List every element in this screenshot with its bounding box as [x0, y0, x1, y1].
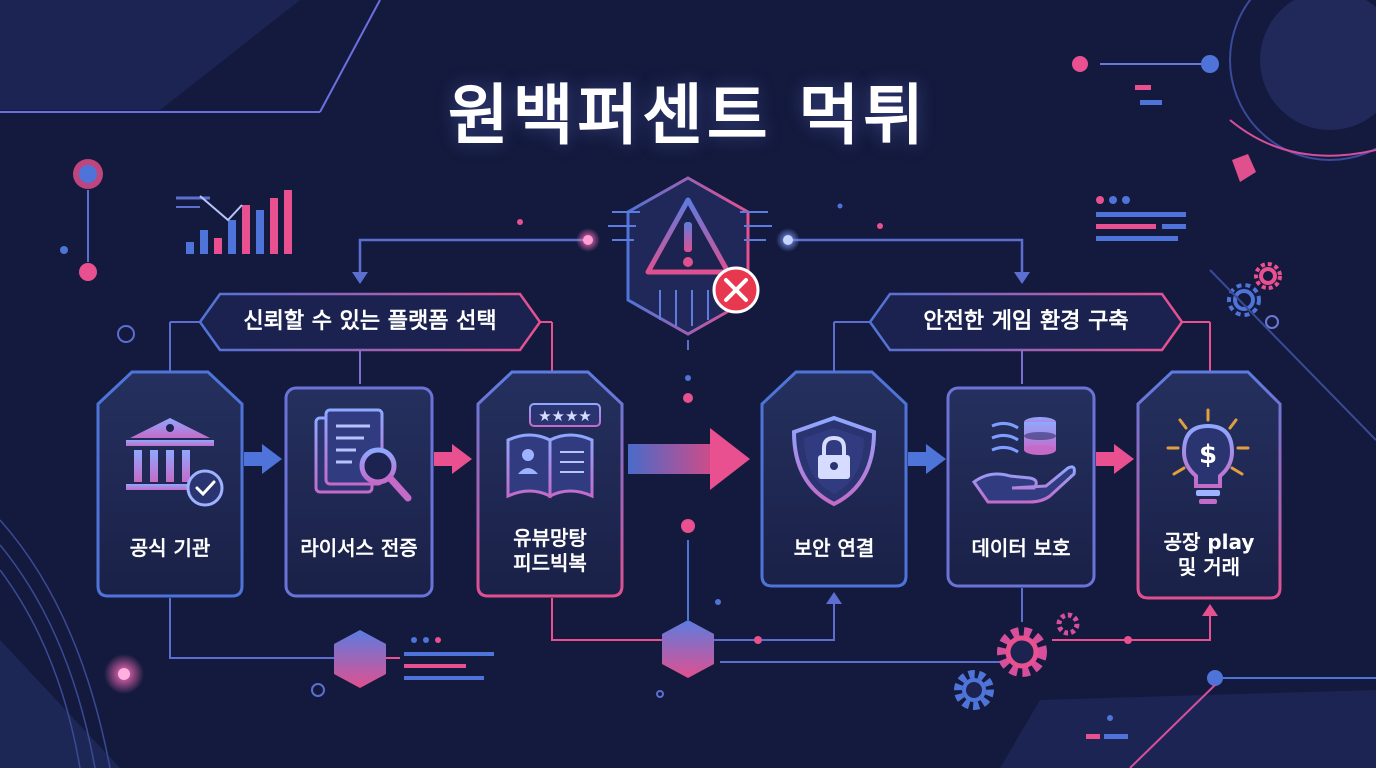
card-label-1: 공식 기관 — [129, 536, 211, 560]
card-label-2: 라이서스 전증 — [300, 536, 418, 560]
svg-text:$: $ — [1199, 440, 1217, 470]
section-pill-left — [169, 292, 553, 384]
warning-hexagon — [608, 176, 772, 403]
bottom-connector-lines — [169, 519, 1218, 698]
top-connector-lines — [352, 203, 1030, 284]
card-label-5: 데이터 보호 — [971, 536, 1071, 560]
section-pill-right — [833, 292, 1211, 384]
svg-text:★★★★: ★★★★ — [538, 407, 592, 425]
review-book-icon: ★★★★ — [506, 403, 601, 499]
bottom-hexagon-center — [662, 620, 714, 678]
shield-lock-icon — [791, 415, 877, 507]
document-search-icon — [314, 408, 412, 502]
idea-dollar-icon: $ — [1166, 408, 1250, 504]
card-label-3: 유뷰망탕 피드빅복 — [513, 526, 587, 575]
section-label-left: 신뢰할 수 있는 플랫폼 선택 — [243, 309, 497, 334]
card-label-6: 공장 play 및 거래 — [1163, 530, 1255, 579]
bottom-hexagon-left — [334, 630, 494, 688]
page-title: 원백퍼센트 먹튀 — [447, 77, 929, 154]
bank-check-icon — [126, 418, 224, 507]
error-x-icon — [712, 266, 760, 314]
section-label-right: 안전한 게임 환경 구축 — [923, 309, 1129, 334]
card-label-4: 보안 연결 — [793, 536, 875, 560]
hand-data-icon — [971, 417, 1076, 504]
flow-arrows — [244, 428, 1134, 490]
gear-icon — [954, 612, 1113, 721]
